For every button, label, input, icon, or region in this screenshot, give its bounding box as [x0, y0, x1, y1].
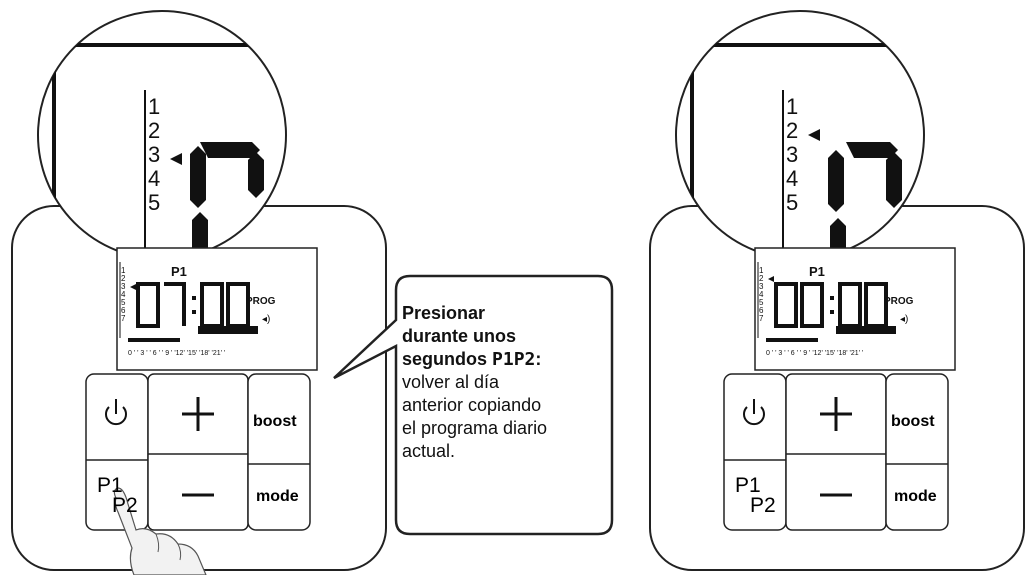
left-boost-button[interactable]: boost: [253, 413, 297, 430]
svg-text:6: 6: [121, 306, 126, 315]
right-zoom-day-pointer: [808, 129, 820, 141]
left-zoom-digit-2: 2: [148, 118, 160, 143]
svg-text:1: 1: [759, 266, 764, 275]
callout-line-3: segundos P1P2:: [402, 348, 612, 371]
left-p1-label[interactable]: P1: [97, 474, 123, 497]
left-zoom-digit-3: 3: [148, 142, 160, 167]
right-zoom-digit-3: 3: [786, 142, 798, 167]
svg-text:1: 1: [121, 266, 126, 275]
right-lcd-mode: PROG: [884, 296, 914, 307]
left-lcd-frame: [116, 247, 318, 371]
left-lcd-hours: 0 ' ' 3 ' ' 6 ' ' 9 ' '12' '15' '18' '21…: [128, 350, 225, 357]
svg-text:7: 7: [759, 314, 764, 323]
callout-bubble: [333, 274, 614, 536]
svg-text:3: 3: [759, 282, 764, 291]
svg-text:6: 6: [759, 306, 764, 315]
right-zoom-digit-2: 2: [786, 118, 798, 143]
left-mode-button[interactable]: mode: [256, 488, 299, 505]
right-zoom-digit-4: 4: [786, 166, 798, 191]
svg-text:5: 5: [121, 298, 126, 307]
right-button-column-right: [885, 373, 949, 531]
left-zoom-digit-4: 4: [148, 166, 160, 191]
right-p1-label[interactable]: P1: [735, 474, 761, 497]
right-lcd-program-bars: [766, 326, 896, 342]
svg-text:4: 4: [121, 290, 126, 299]
left-plus-icon[interactable]: [182, 397, 214, 431]
svg-text:4: 4: [759, 290, 764, 299]
svg-text:5: 5: [759, 298, 764, 307]
right-power-icon[interactable]: [743, 399, 765, 426]
left-lcd-days: 123 456 7: [121, 266, 126, 323]
left-zoom-day-pointer: [170, 153, 182, 165]
left-thermostat: 1 2 3 4 5 P1 123 456 7: [11, 10, 387, 575]
left-lcd-program: P1: [171, 264, 187, 279]
right-boost-button[interactable]: boost: [891, 413, 935, 430]
left-zoom-digit-1: 1: [148, 94, 160, 119]
right-zoom-digit-1: 1: [786, 94, 798, 119]
left-lcd-mode: PROG: [246, 296, 276, 307]
right-lcd-days: 123 456 7: [759, 266, 764, 323]
callout-line-7: actual.: [402, 441, 456, 461]
right-lcd-hours: 0 ' ' 3 ' ' 6 ' ' 9 ' '12' '15' '18' '21…: [766, 350, 863, 357]
right-thermostat: 1 2 3 4 5 P1 123 456 7 PROG ◂) 0: [649, 10, 1025, 571]
left-zoom-digit-5: 5: [148, 190, 160, 215]
callout-text: Presionar durante unos segundos P1P2: vo…: [402, 302, 612, 517]
svg-text:2: 2: [759, 274, 764, 283]
svg-text:7: 7: [121, 314, 126, 323]
svg-text:2: 2: [121, 274, 126, 283]
callout-line-3c: :: [535, 349, 542, 369]
right-zoom-digit-5: 5: [786, 190, 798, 215]
svg-text:◂): ◂): [900, 314, 908, 325]
left-button-column-right: [247, 373, 311, 531]
svg-text:◂): ◂): [262, 314, 270, 325]
right-zoom-circle: 1 2 3 4 5: [675, 10, 925, 260]
left-pointing-hand-icon: [113, 487, 207, 575]
callout-line-3a: segundos: [402, 349, 493, 369]
right-lcd-program: P1: [809, 264, 825, 279]
right-plus-icon[interactable]: [820, 397, 852, 431]
left-power-icon[interactable]: [105, 399, 127, 426]
callout-line-3b: P1P2: [492, 349, 536, 370]
left-p2-label[interactable]: P2: [112, 494, 138, 517]
callout-line-1: Presionar: [402, 303, 486, 323]
svg-text:3: 3: [121, 282, 126, 291]
right-lcd-frame: [754, 247, 956, 371]
callout-line-4: volver al día: [402, 372, 500, 392]
callout-line-6: el programa diario: [402, 418, 548, 438]
right-p2-label[interactable]: P2: [750, 494, 776, 517]
right-mode-button[interactable]: mode: [894, 488, 937, 505]
callout-line-5: anterior copiando: [402, 395, 542, 415]
left-lcd-program-bars: [128, 326, 258, 342]
callout-line-2: durante unos: [402, 326, 517, 346]
left-zoom-circle: 1 2 3 4 5: [37, 10, 287, 260]
